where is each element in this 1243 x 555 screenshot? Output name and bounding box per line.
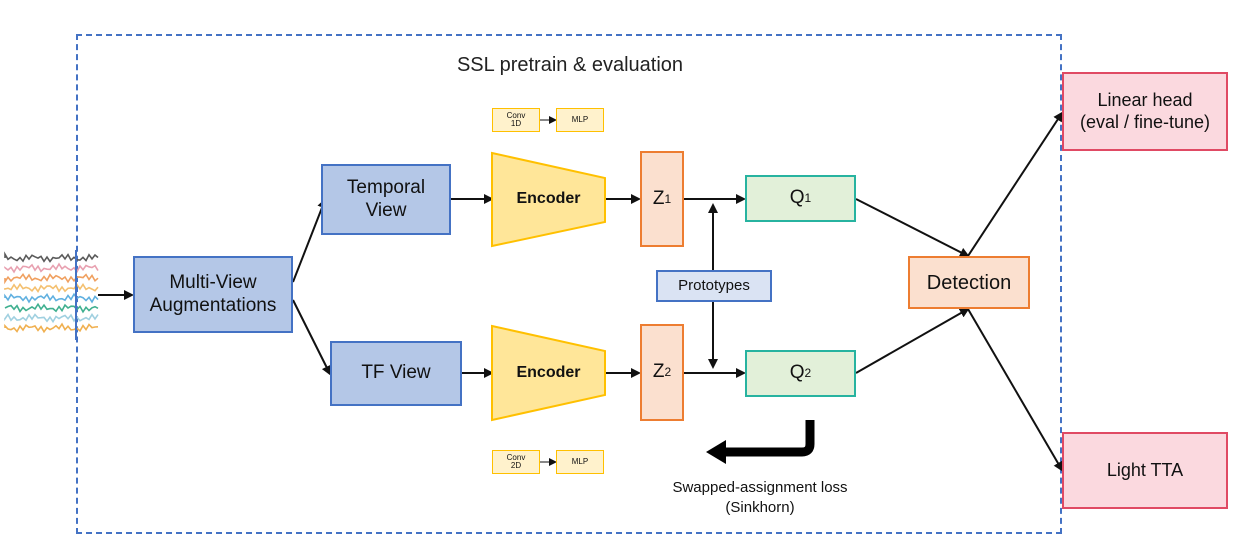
- mlp-bottom-box: MLP: [556, 450, 604, 474]
- conv2d-box: Conv 2D: [492, 450, 540, 474]
- arrow-q1-detection: [855, 198, 970, 257]
- aug-line2: Augmentations: [149, 294, 277, 316]
- temporal-line1: Temporal: [346, 176, 426, 198]
- loss-line2: (Sinkhorn): [725, 498, 795, 516]
- conv2d-line2: 2D: [510, 461, 522, 470]
- loss-line1: Swapped-assignment loss: [672, 479, 848, 496]
- encoder-top-shape: [491, 151, 606, 248]
- temporal-line2: View: [365, 199, 407, 221]
- linear-head-line2: (eval / fine-tune): [1079, 111, 1211, 132]
- q2-sub: 2: [804, 366, 812, 381]
- swapped-loss-label: Swapped-assignment loss (Sinkhorn): [640, 478, 880, 517]
- diagram-title: SSL pretrain & evaluation: [456, 54, 684, 76]
- conv1d-line2: 1D: [510, 119, 522, 128]
- signal-channel: [4, 273, 99, 285]
- z1-sub: 1: [664, 191, 672, 206]
- signal-channel: [4, 251, 99, 263]
- signal-channel: [4, 282, 99, 294]
- arrow-aug-tf: [292, 299, 331, 376]
- signal-channel: [4, 262, 99, 274]
- arrow-detection-linear: [967, 111, 1064, 257]
- conv1d-line1: Conv: [506, 111, 526, 120]
- arrow-aug-temporal: [292, 198, 327, 283]
- q2-base: Q: [789, 362, 805, 384]
- signal-channel: [4, 312, 99, 324]
- mlp-top-box: MLP: [556, 108, 604, 132]
- signal-channel: [4, 302, 99, 314]
- multi-view-augmentations-box: Multi-View Augmentations: [133, 256, 293, 333]
- arrow-q2-detection: [855, 308, 970, 374]
- tf-view-box: TF View: [330, 341, 462, 406]
- conv2d-line1: Conv: [506, 453, 526, 462]
- encoder-bottom-shape: [491, 324, 606, 422]
- light-tta-box: Light TTA: [1062, 432, 1228, 509]
- conv1d-box: Conv 1D: [492, 108, 540, 132]
- z2-base: Z: [652, 361, 665, 383]
- q1-base: Q: [789, 187, 805, 209]
- swapped-loss-arrow: [722, 420, 815, 457]
- prototypes-box: Prototypes: [656, 270, 772, 302]
- signal-channel: [4, 292, 99, 304]
- tf-view-label: TF View: [361, 362, 431, 384]
- q1-sub: 1: [804, 191, 812, 206]
- z2-sub: 2: [664, 365, 672, 380]
- aug-line1: Multi-View: [169, 271, 257, 293]
- signal-channel: [4, 322, 99, 334]
- arrow-detection-tta: [967, 308, 1064, 472]
- detection-box: Detection: [908, 256, 1030, 309]
- encoder-bottom-label: Encoder: [516, 364, 581, 382]
- linear-head-box: Linear head (eval / fine-tune): [1062, 72, 1228, 151]
- temporal-view-box: Temporal View: [321, 164, 451, 235]
- z1-base: Z: [652, 187, 665, 209]
- encoder-top-label: Encoder: [516, 190, 581, 208]
- linear-head-line1: Linear head: [1097, 89, 1193, 110]
